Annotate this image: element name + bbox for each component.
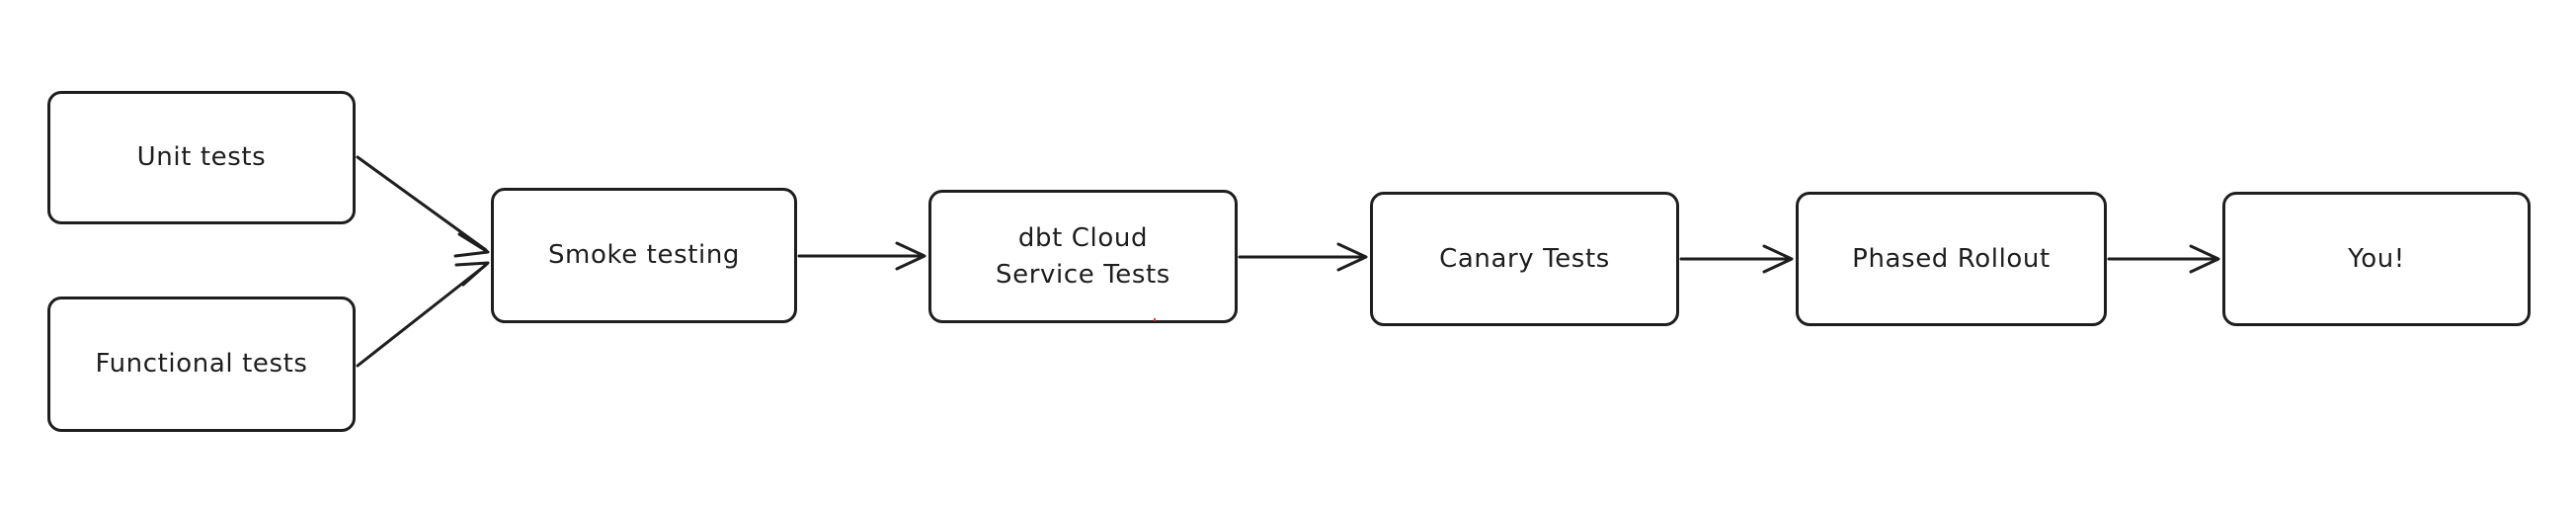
edge-dbt-to-canary bbox=[1238, 242, 1368, 272]
stray-mark-red-speck bbox=[1154, 318, 1156, 321]
arrowhead-icon bbox=[453, 232, 490, 258]
arrowhead-icon bbox=[2189, 244, 2220, 274]
arrowhead-icon bbox=[895, 241, 926, 271]
node-label: You! bbox=[2348, 243, 2405, 274]
node-label: Smoke testing bbox=[547, 240, 741, 271]
node-label: Phased Rollout bbox=[1852, 243, 2051, 274]
edge-line bbox=[356, 263, 488, 368]
node-dbt-cloud-service-tests[interactable]: dbt Cloud Service Tests bbox=[928, 190, 1238, 323]
node-you[interactable]: You! bbox=[2222, 192, 2531, 326]
node-functional-tests[interactable]: Functional tests bbox=[47, 297, 356, 432]
node-smoke-testing[interactable]: Smoke testing bbox=[491, 188, 797, 323]
edge-line bbox=[356, 155, 488, 252]
node-unit-tests[interactable]: Unit tests bbox=[47, 91, 356, 224]
arrowhead-icon bbox=[454, 261, 490, 287]
arrowhead-icon bbox=[1762, 244, 1794, 274]
node-phased-rollout[interactable]: Phased Rollout bbox=[1796, 192, 2107, 326]
node-label: dbt Cloud Service Tests bbox=[996, 222, 1170, 290]
arrowhead-icon bbox=[1336, 242, 1368, 272]
node-label: Functional tests bbox=[95, 349, 308, 380]
node-label: Unit tests bbox=[136, 142, 267, 173]
node-canary-tests[interactable]: Canary Tests bbox=[1370, 192, 1679, 326]
edge-phased-to-you bbox=[2107, 244, 2220, 274]
node-label: Canary Tests bbox=[1439, 243, 1610, 274]
edge-unit-to-smoke bbox=[356, 155, 490, 258]
edge-functional-to-smoke bbox=[356, 261, 490, 368]
edge-canary-to-phased bbox=[1679, 244, 1794, 274]
edge-smoke-to-dbt bbox=[797, 241, 926, 271]
